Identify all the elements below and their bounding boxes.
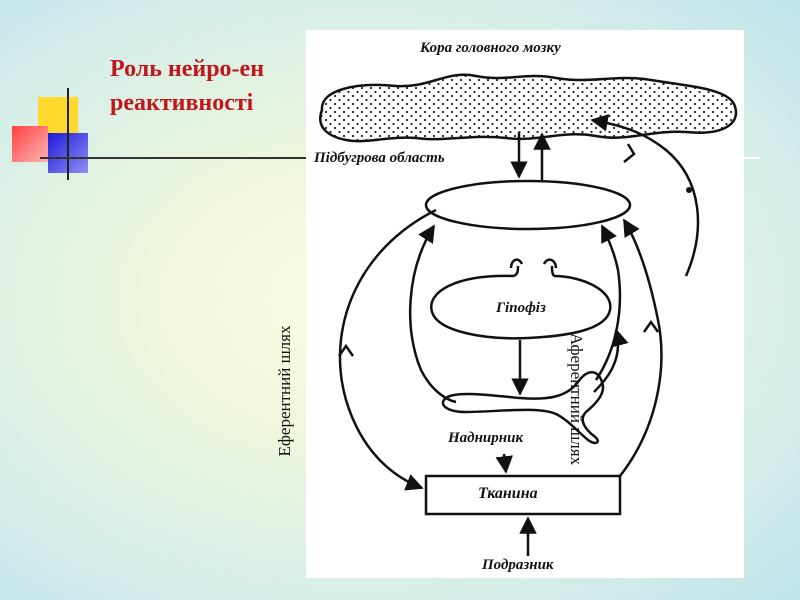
slide-title-line2: реактивності (110, 90, 254, 116)
label-efferent-path: Еферентний шлях (275, 325, 294, 457)
cortex-return-mark (623, 143, 636, 163)
arrow-adrenal-tissue (495, 453, 513, 474)
label-tissue: Тканина (478, 485, 538, 502)
label-hypothalamus: Підбугрова область (314, 150, 445, 166)
label-cortex: Кора головного мозку (420, 40, 561, 56)
label-pituitary: Гіпофіз (496, 300, 546, 316)
diagram-panel: Кора головного мозку Підбугрова область … (306, 30, 744, 578)
efferent-inner-loop (408, 224, 457, 404)
tissue-box (424, 474, 622, 516)
slide-title-line1: Роль нейро-ен (110, 56, 265, 82)
adrenal-shape (441, 371, 605, 445)
slide-title: Роль нейро-ен реактивності (110, 52, 264, 120)
pituitary-stalk (513, 265, 555, 278)
efferent-mark (337, 343, 355, 357)
cortex-return-loop (590, 114, 700, 277)
decor-red-square (12, 126, 48, 162)
hypothalamus-shape (424, 179, 632, 231)
pituitary-body (430, 274, 612, 340)
neuro-endocrine-diagram (319, 73, 738, 556)
decor-vertical-line (67, 88, 69, 180)
pituitary-shape (509, 258, 558, 269)
afferent-mark (642, 319, 660, 333)
efferent-outer-loop (338, 208, 437, 491)
cortex-shape (319, 73, 738, 143)
label-afferent-path: Аферентний шлях (567, 332, 586, 466)
decor-horizontal-line-right (744, 157, 760, 159)
label-adrenal: Наднирник (448, 430, 524, 446)
afferent-outer-loop (619, 218, 663, 477)
decor-horizontal-line (40, 157, 306, 159)
afferent-inner-loop (594, 224, 622, 381)
adrenal-feedback (593, 328, 629, 393)
label-stimulus: Подразник (482, 557, 554, 573)
cortex-return-dot (686, 187, 692, 193)
